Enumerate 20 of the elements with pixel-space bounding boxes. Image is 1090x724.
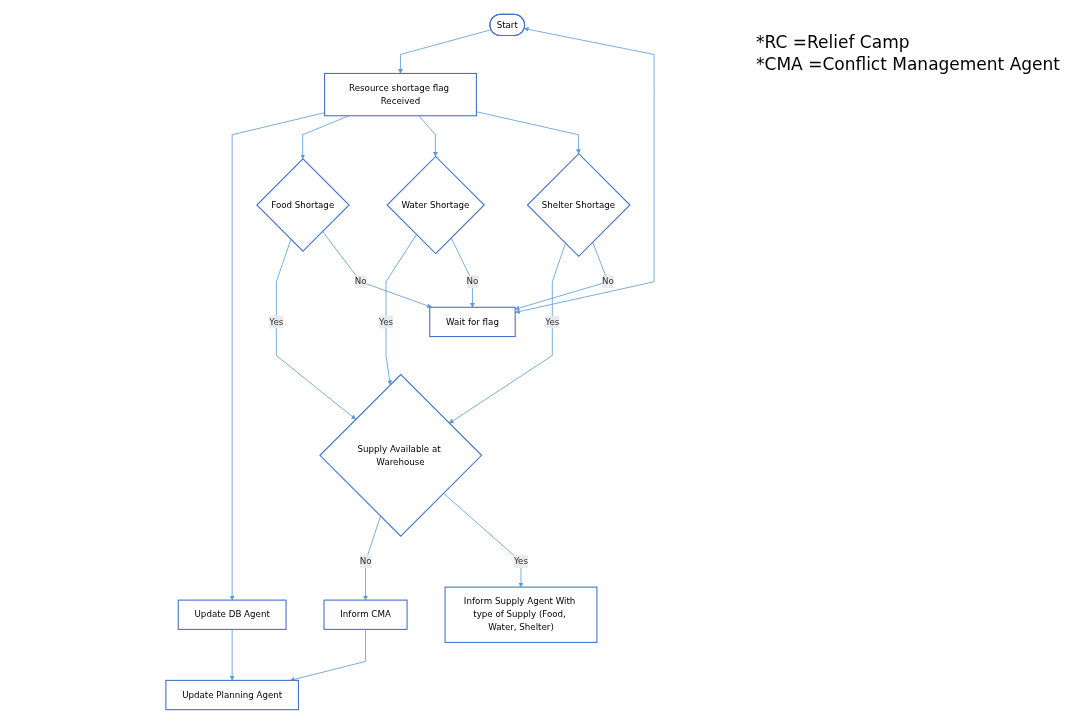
edge-label: No bbox=[466, 276, 479, 287]
node-diamond: Supply Available at Warehouse bbox=[319, 373, 483, 537]
note-text: *RC =Relief Camp bbox=[756, 32, 911, 52]
node-diamond: Water Shortage bbox=[386, 155, 485, 255]
edge-label: Yes bbox=[513, 556, 528, 567]
edge-label: Yes bbox=[269, 316, 284, 327]
node-box: Update DB Agent bbox=[177, 599, 287, 630]
node-box: Inform Supply Agent With type of Supply (Food, Water, Shelter) bbox=[444, 586, 598, 643]
note-text: *CMA =Conflict Management Agent bbox=[756, 54, 1060, 74]
edge-label: Yes bbox=[379, 316, 394, 327]
edge-label: No bbox=[602, 276, 614, 287]
node-box: Resource shortage flag Received bbox=[324, 72, 477, 117]
node-diamond: Food Shortage bbox=[256, 158, 350, 252]
node-box: Update Planning Agent bbox=[165, 679, 299, 711]
edge-label: Yes bbox=[545, 316, 560, 327]
edge-label: No bbox=[354, 276, 367, 287]
node-box: Inform CMA bbox=[323, 599, 408, 630]
node-box: Wait for flag bbox=[429, 306, 516, 338]
node-diamond: Shelter Shortage bbox=[526, 152, 631, 258]
edge-label: No bbox=[359, 556, 372, 567]
